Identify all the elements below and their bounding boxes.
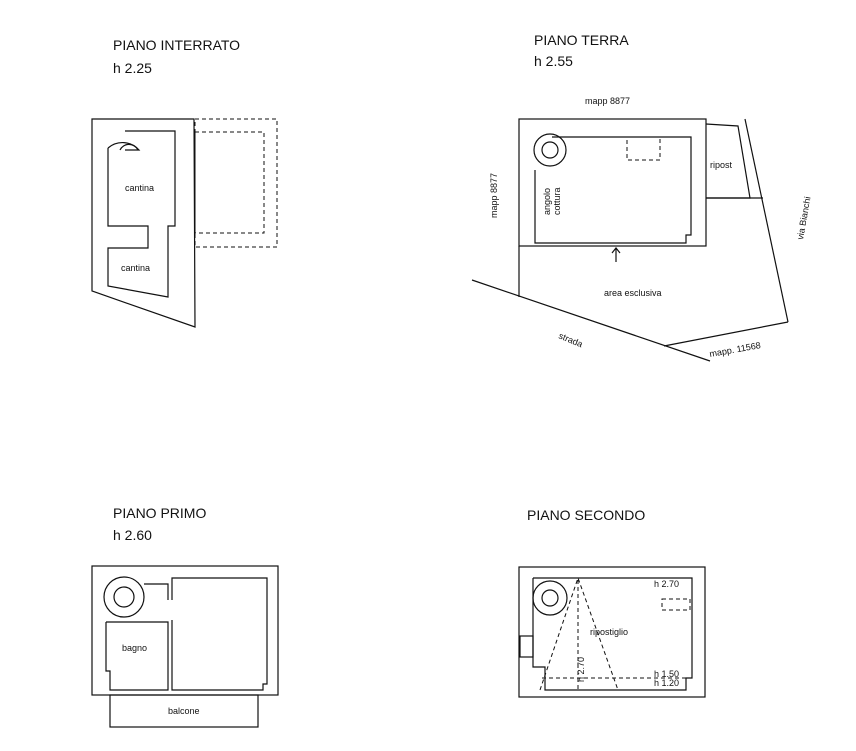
stair-icon bbox=[107, 141, 141, 151]
stair-inner-circle bbox=[541, 589, 559, 607]
label-strada: strada bbox=[557, 331, 584, 350]
dashed-element bbox=[626, 136, 661, 161]
height-label-150: h 1.50 bbox=[654, 669, 679, 679]
inner-walls bbox=[534, 136, 692, 244]
roof-slope-lines bbox=[539, 576, 619, 691]
label-mapp-bottom: mapp. 11568 bbox=[709, 340, 762, 359]
room-label-cantina-1: cantina bbox=[125, 183, 154, 193]
inner-walls bbox=[107, 130, 176, 298]
outer-wall bbox=[518, 566, 706, 698]
boundary-bottom bbox=[663, 321, 789, 347]
height-label-120: h 1.20 bbox=[654, 678, 679, 688]
room-label-ripost: ripost bbox=[710, 160, 733, 170]
plan-primo: PIANO PRIMO h 2.60 bagno balcone bbox=[91, 505, 279, 728]
bagno-walls bbox=[105, 621, 169, 691]
plan-secondo: PIANO SECONDO h 2.70 h 2.70 h 1.50 h 1.2… bbox=[518, 507, 706, 698]
stair-icon bbox=[533, 133, 567, 167]
outer-wall bbox=[518, 118, 707, 247]
label-mapp-top: mapp 8877 bbox=[585, 96, 630, 106]
stair-icon bbox=[103, 576, 145, 618]
dashed-element bbox=[661, 598, 691, 611]
plan-terra: PIANO TERRA h 2.55 mapp 8877 mapp 8877 v… bbox=[471, 32, 813, 362]
title-primo: PIANO PRIMO bbox=[113, 505, 206, 521]
window bbox=[519, 635, 534, 658]
inner-walls bbox=[532, 577, 693, 691]
room-label-cottura: cottura bbox=[552, 187, 562, 215]
height-interrato: h 2.25 bbox=[113, 60, 152, 76]
hall-walls bbox=[144, 583, 169, 600]
room-label-bagno: bagno bbox=[122, 643, 147, 653]
room-label-angolo: angolo bbox=[542, 188, 552, 215]
outer-wall bbox=[91, 118, 196, 328]
room-label-ripostiglio: ripostiglio bbox=[590, 627, 628, 637]
title-interrato: PIANO INTERRATO bbox=[113, 37, 240, 53]
room-label-area-esclusiva: area esclusiva bbox=[604, 288, 662, 298]
height-label-top: h 2.70 bbox=[654, 579, 679, 589]
room-label-cantina-2: cantina bbox=[121, 263, 150, 273]
boundary-road bbox=[471, 279, 711, 362]
outer-wall bbox=[91, 565, 279, 696]
dashed-outline-outer bbox=[194, 118, 278, 248]
label-mapp-left: mapp 8877 bbox=[489, 173, 499, 218]
room-label-balcone: balcone bbox=[168, 706, 200, 716]
dashed-outline-inner bbox=[194, 131, 265, 234]
stair-inner-circle bbox=[541, 141, 559, 159]
title-secondo: PIANO SECONDO bbox=[527, 507, 645, 523]
stair-inner-circle bbox=[113, 586, 135, 608]
height-primo: h 2.60 bbox=[113, 527, 152, 543]
height-terra: h 2.55 bbox=[534, 53, 573, 69]
title-terra: PIANO TERRA bbox=[534, 32, 629, 48]
plan-interrato: PIANO INTERRATO h 2.25 cantina cantina bbox=[91, 37, 278, 328]
balcone bbox=[109, 694, 259, 728]
room-walls bbox=[171, 577, 268, 691]
label-via-bianchi: via Bianchi bbox=[795, 196, 812, 241]
arrow-head bbox=[611, 247, 621, 254]
stair-inner-arc bbox=[119, 143, 139, 151]
boundary-right bbox=[744, 118, 789, 323]
height-label-ridge: h 2.70 bbox=[576, 657, 586, 682]
stair-icon bbox=[532, 580, 568, 616]
